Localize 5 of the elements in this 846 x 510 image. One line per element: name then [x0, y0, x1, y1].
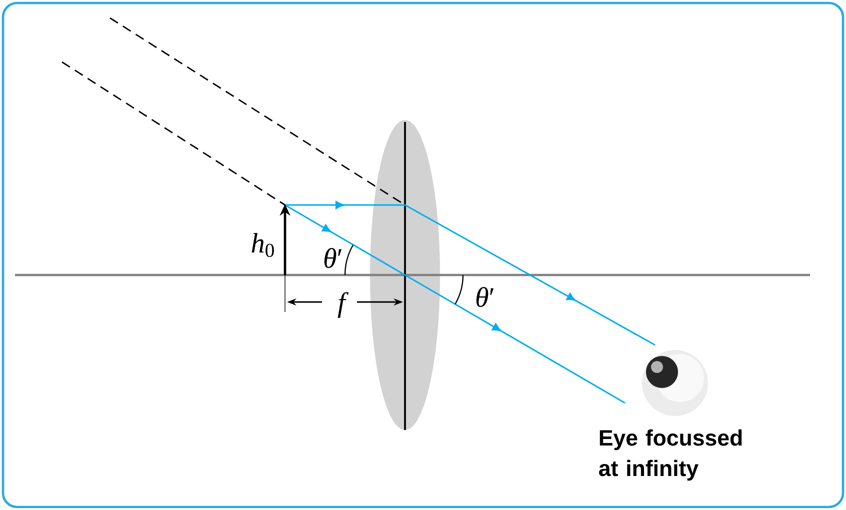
focal-length-label: f — [338, 292, 349, 318]
angle-label: θ′ — [476, 287, 494, 307]
eye-caption: Eye focussed at infinity — [599, 429, 742, 481]
angle-label: θ′ — [324, 248, 342, 268]
height-label: h$_{0}$ — [252, 232, 274, 258]
